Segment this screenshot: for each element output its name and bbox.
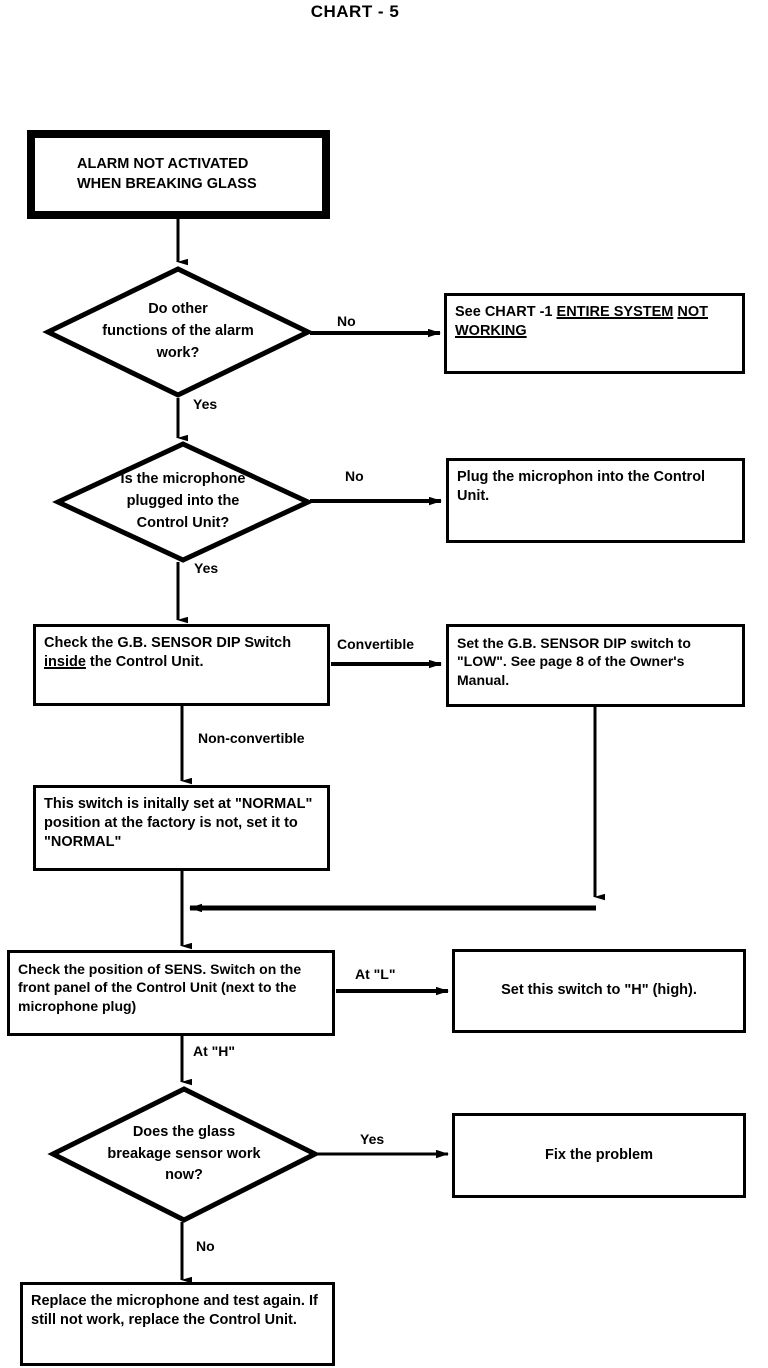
edge-label-non-convertible: Non-convertible	[198, 730, 305, 746]
decision3-label: Does the glass breakage sensor work now?	[107, 1123, 261, 1184]
edge-label-at-l: At "L"	[355, 966, 396, 982]
node-fix-the-problem[interactable]: Fix the problem	[452, 1113, 746, 1198]
edge-label-at-h: At "H"	[193, 1043, 236, 1059]
check-dip-part-1: Check the G.B. SENSOR DIP Switch	[44, 635, 292, 651]
node-see-chart-1[interactable]: See CHART -1 ENTIRE SYSTEM NOT WORKING	[444, 293, 745, 374]
chart1-underline-b: NOT WORKING	[455, 304, 708, 340]
edge-label-convertible: Convertible	[337, 636, 415, 652]
edge-label-no-2: No	[345, 468, 364, 484]
sens-box-text: Check the position of SENS. Switch on th…	[18, 961, 302, 1014]
check-dip-text: Check the G.B. SENSOR DIP Switch inside …	[36, 627, 327, 676]
set-high-text: Set this switch to "H" (high).	[501, 982, 697, 999]
node-decision-sensor-works[interactable]: Does the glass breakage sensor work now?	[47, 1086, 321, 1223]
check-dip-part-2: the Control Unit.	[85, 654, 204, 671]
edge-label-yes-2: Yes	[194, 560, 219, 576]
node-start-text: ALARM NOT ACTIVATED WHEN BREAKING GLASS	[35, 155, 267, 194]
node-replace-microphone[interactable]: Replace the microphone and test again. I…	[20, 1282, 335, 1366]
edge-label-yes-1: Yes	[193, 396, 218, 412]
replace-box-text: Replace the microphone and test again. I…	[31, 1293, 318, 1329]
chart1-underline-a: ENTIRE SYSTEM	[556, 304, 674, 320]
node-set-switch-high[interactable]: Set this switch to "H" (high).	[452, 949, 746, 1033]
node-check-sens-switch[interactable]: Check the position of SENS. Switch on th…	[7, 950, 335, 1036]
decision1-label: Do other functions of the alarm work?	[102, 301, 254, 361]
page-title: CHART - 5	[310, 2, 400, 21]
fix-box-text: Fix the problem	[545, 1146, 653, 1163]
node-check-gb-sensor-dip[interactable]: Check the G.B. SENSOR DIP Switch inside …	[33, 624, 330, 706]
start-line-2: WHEN BREAKING GLASS	[77, 175, 257, 192]
node-normal-position[interactable]: This switch is initally set at "NORMAL" …	[33, 785, 330, 871]
start-line-1: ALARM NOT ACTIVATED	[77, 155, 249, 172]
node-plug-microphone[interactable]: Plug the microphon into the Control Unit…	[446, 458, 745, 543]
edge-label-no-3: No	[196, 1238, 215, 1254]
normal-box-text: This switch is initally set at "NORMAL" …	[44, 796, 313, 851]
decision1-shape	[42, 266, 314, 398]
chart1-prefix: See CHART -1	[455, 304, 557, 320]
node-decision-other-functions[interactable]: Do other functions of the alarm work?	[42, 266, 314, 398]
edge-label-yes-3: Yes	[360, 1131, 385, 1147]
decision2-label: Is the microphone plugged into the Contr…	[120, 471, 246, 531]
set-dip-text: Set the G.B. SENSOR DIP switch to "LOW".…	[457, 635, 691, 688]
decision2-shape	[52, 441, 314, 563]
node-start-alarm-not-activated[interactable]: ALARM NOT ACTIVATED WHEN BREAKING GLASS	[27, 130, 330, 219]
node-set-dip-low[interactable]: Set the G.B. SENSOR DIP switch to "LOW".…	[446, 624, 745, 707]
edge-label-no-1: No	[337, 313, 356, 329]
chart1-text: See CHART -1 ENTIRE SYSTEM NOT WORKING	[447, 296, 742, 345]
node-decision-microphone-plugged[interactable]: Is the microphone plugged into the Contr…	[52, 441, 314, 563]
decision3-shape	[47, 1086, 321, 1223]
check-dip-underline: inside	[44, 654, 86, 671]
plug-box-text: Plug the microphon into the Control Unit…	[457, 469, 706, 505]
